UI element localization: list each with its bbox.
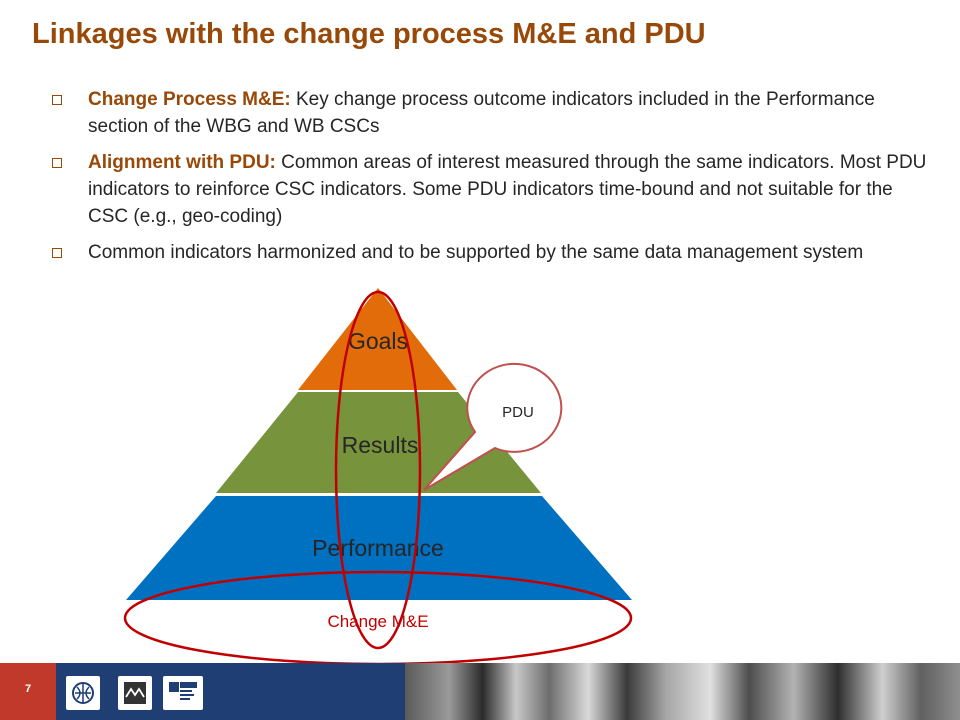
slide-title: Linkages with the change process M&E and… [32, 18, 706, 50]
bullet-text: Key change process outcome indicators in… [88, 89, 875, 137]
tier-label-goals: Goals [348, 328, 408, 354]
world-bank-globe-icon [66, 676, 100, 710]
vertical-outline-ellipse [334, 290, 422, 650]
bullet-common-indicators: Common indicators harmonized and to be s… [52, 239, 932, 266]
change-me-label: Change M&E [327, 612, 428, 631]
footer-bar: 7 [0, 663, 960, 720]
pyramid-tier-goals [298, 288, 457, 390]
bullet-lead: Alignment with PDU: [88, 152, 276, 173]
miga-logo [118, 676, 152, 710]
page-number: 7 [24, 683, 32, 695]
pdu-callout [423, 362, 563, 491]
ifc-logo [163, 676, 203, 710]
bullet-square-icon [52, 95, 62, 105]
pdu-callout-label: PDU [502, 404, 534, 421]
bullet-square-icon [52, 158, 62, 168]
tier-label-performance: Performance [312, 535, 444, 561]
bullet-square-icon [52, 248, 62, 258]
bullet-alignment-pdu: Alignment with PDU: Common areas of inte… [52, 149, 932, 230]
bullet-text: Common areas of interest measured throug… [88, 152, 927, 227]
pyramid-diagram: Goals Results Performance Change M&E PDU [123, 288, 633, 663]
tier-label-results: Results [342, 432, 419, 458]
change-me-outline-ellipse [123, 570, 633, 663]
bullet-change-process: Change Process M&E: Key change process o… [52, 86, 932, 140]
pyramid-tier-performance [126, 496, 632, 600]
bullet-list: Change Process M&E: Key change process o… [52, 86, 932, 275]
photo-strip [405, 663, 960, 720]
page-number-box: 7 [0, 663, 56, 720]
bullet-text: Common indicators harmonized and to be s… [88, 242, 864, 263]
bullet-lead: Change Process M&E: [88, 89, 291, 110]
